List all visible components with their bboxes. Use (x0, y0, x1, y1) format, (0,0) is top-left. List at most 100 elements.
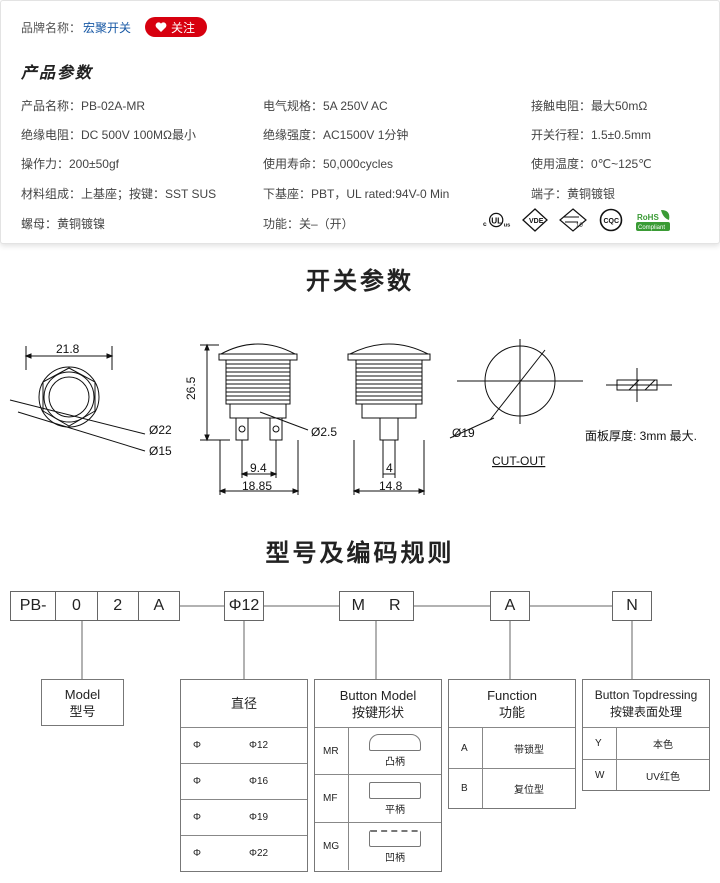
dim-pin-width: 4 (386, 461, 393, 475)
vde-cert-icon: VDE (521, 208, 549, 232)
dim-inner-diameter: Ø15 (149, 444, 172, 458)
dim-cutout-diameter: Ø19 (452, 426, 475, 440)
svg-text:RoHS: RoHS (637, 213, 659, 222)
legend-topdressing: Button Topdressing 按键表面处理 Y 本色 W UV红色 (582, 679, 710, 791)
code-function-box: A (490, 591, 530, 621)
legend-button-code: MR (315, 728, 349, 774)
legend-function-cn: 功能 (498, 704, 525, 720)
code-button-box: M R (339, 591, 414, 621)
legend-topdressing-row: Y 本色 (583, 727, 709, 759)
code-diameter-box: Φ12 (224, 591, 264, 621)
legend-diameter-val: Φ19 (249, 812, 269, 823)
concave-shape-icon (369, 829, 421, 847)
legend-function-name: 复位型 (514, 785, 544, 796)
svg-text:UL: UL (491, 216, 502, 225)
section-title: 产品参数 (21, 63, 94, 82)
rohs-cert-icon: RoHS Compliant (635, 208, 673, 232)
legend-function-head: Function 功能 (449, 680, 575, 727)
legend-model-cn: 型号 (69, 703, 96, 719)
code-topdressing-box: N (612, 591, 652, 621)
flat-shape-icon (369, 781, 421, 799)
legend-diameter-val: Φ12 (249, 740, 269, 751)
brand-row: 品牌名称： 宏聚开关 关注 (21, 17, 208, 37)
svg-text:us: us (504, 223, 511, 229)
legend-topdressing-row: W UV红色 (583, 759, 709, 790)
convex-shape-icon (369, 734, 421, 751)
coding-rule-heading: 型号及编码规则 (265, 540, 455, 567)
dim-side-width: 14.8 (379, 479, 403, 493)
legend-diameter-val: Φ22 (249, 848, 269, 859)
dim-outer-diameter: Ø22 (149, 423, 172, 437)
spec-material: 材料组成：上基座；按键：SST SUS (21, 187, 217, 201)
spec-function: 功能：关–（开） (263, 217, 354, 231)
legend-topdressing-code: Y (583, 728, 617, 759)
legend-function: Function 功能 A 带锁型 B 复位型 (448, 679, 576, 809)
spec-terminal: 端子：黄铜镀银 (531, 187, 616, 201)
code-model-box: PB- 0 2 A (10, 591, 180, 621)
code-button-r: R (388, 597, 401, 614)
legend-function-name: 带锁型 (514, 744, 544, 756)
legend-function-code: B (449, 769, 483, 808)
legend-function-row: A 带锁型 (449, 727, 575, 768)
legend-topdressing-cn: 按键表面处理 (609, 704, 682, 719)
dimension-drawing: 21.8 Ø22 Ø15 26.5 Ø2.5 9.4 18.85 4 14.8 … (9, 339, 697, 495)
legend-button-cn: 按键形状 (351, 704, 404, 720)
hex-nut-outline (42, 367, 96, 427)
code-button-m: M (351, 597, 365, 614)
legend-button-name: 凹柄 (385, 852, 405, 864)
brand-label: 品牌名称： (21, 20, 82, 35)
brand-name-link[interactable]: 宏聚开关 (83, 20, 132, 35)
legend-topdressing-code: W (583, 760, 617, 790)
ul-cert-icon: c UL us (483, 208, 511, 232)
legend-function-en: Function (487, 687, 537, 703)
legend-diameter-title: 直径 (230, 696, 257, 711)
legend-diameter: 直径 Φ Φ12 Φ Φ16 Φ Φ19 Φ Φ22 (180, 679, 308, 872)
legend-button-row: MR 凸柄 (315, 727, 441, 774)
legend-topdressing-name: UV红色 (646, 771, 680, 783)
legend-diameter-row: Φ Φ12 (181, 727, 307, 763)
legend-button-code: MF (315, 775, 349, 822)
legend-diameter-sym: Φ (193, 740, 201, 751)
spec-life: 使用寿命：50,000cycles (263, 157, 394, 171)
code-digit-0: 0 (55, 592, 96, 620)
panel-thickness-note: 面板厚度: 3mm 最大. (585, 428, 697, 443)
legend-button-name: 凸柄 (385, 757, 405, 768)
code-digit-2: 2 (96, 592, 138, 620)
legend-function-row: B 复位型 (449, 768, 575, 808)
heart-icon (155, 22, 167, 32)
legend-diameter-val: Φ16 (249, 776, 269, 787)
legend-button-row: MF 平柄 (315, 774, 441, 822)
legend-diameter-row: Φ Φ22 (181, 835, 307, 871)
legend-button-en: Button Model (339, 687, 417, 703)
svg-text:CQC: CQC (604, 218, 620, 225)
dim-hex-width: 21.8 (56, 342, 80, 356)
svg-text:VDE: VDE (529, 218, 544, 225)
svg-text:Compliant: Compliant (638, 225, 665, 231)
legend-button-code: MG (315, 823, 349, 870)
legend-diameter-sym: Φ (193, 812, 201, 823)
spec-nut: 螺母：黄铜镀镍 (21, 217, 106, 231)
legend-model-head: Model 型号 (42, 680, 123, 725)
legend-topdressing-name: 本色 (653, 740, 673, 751)
legend-diameter-row: Φ Φ19 (181, 799, 307, 835)
legend-button-head: Button Model 按键形状 (315, 680, 441, 727)
spec-product-name: 产品名称：PB-02A-MR (21, 99, 146, 113)
svg-text:c: c (483, 221, 487, 228)
spec-dielectric-strength: 绝缘强度：AC1500V 1分钟 (263, 128, 409, 142)
cutout-label: CUT-OUT (492, 454, 546, 468)
legend-model: Model 型号 (41, 679, 124, 726)
svg-text:10: 10 (576, 223, 583, 229)
dim-total-width: 18.85 (242, 479, 272, 493)
spec-travel: 开关行程：1.5±0.5mm (531, 128, 651, 142)
legend-button-name: 平柄 (385, 804, 405, 816)
follow-button[interactable]: 关注 (145, 17, 208, 37)
dim-pin-spacing: 9.4 (250, 461, 267, 475)
certification-logos: c UL us VDE 10 CQC (483, 208, 673, 232)
code-letter-a: A (137, 592, 179, 620)
follow-label: 关注 (171, 20, 196, 35)
spec-contact-resistance: 接触电阻：最大50mΩ (531, 99, 648, 113)
tuv-cert-icon: 10 (559, 208, 587, 232)
code-connector-lines (81, 605, 633, 679)
spec-temperature: 使用温度：0℃~125℃ (531, 157, 652, 171)
legend-button-row: MG 凹柄 (315, 822, 441, 870)
